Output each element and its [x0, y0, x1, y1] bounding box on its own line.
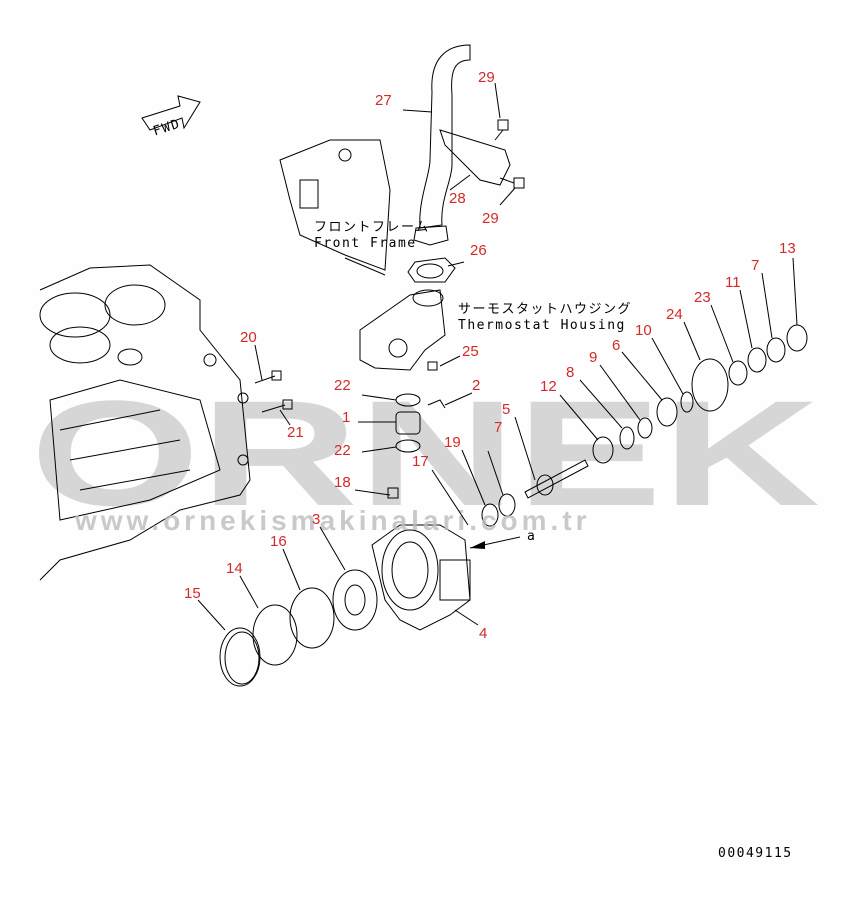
bearing: [592, 436, 614, 464]
spacer: [637, 417, 653, 439]
callout-4[interactable]: 4: [479, 625, 487, 642]
watermark-url: www.ornekismakinalari.com.tr: [74, 505, 591, 536]
seal: [766, 337, 786, 363]
callout-26[interactable]: 26: [470, 242, 487, 259]
cylinder-block: [39, 264, 251, 581]
callout-8[interactable]: 8: [566, 364, 574, 381]
front-frame-jp-label: フロントフレーム: [314, 220, 430, 235]
o-ring: [691, 358, 729, 412]
seal: [747, 347, 767, 373]
shaft: [524, 459, 589, 499]
callout-22[interactable]: 22: [334, 377, 351, 394]
bolt: [427, 361, 438, 371]
callout-29[interactable]: 29: [482, 210, 499, 227]
callout-20[interactable]: 20: [240, 329, 257, 346]
fwd-label: FWD: [151, 117, 182, 140]
callout-7[interactable]: 7: [494, 419, 502, 436]
seal: [481, 503, 499, 527]
cap: [786, 324, 808, 352]
callout-6[interactable]: 6: [612, 337, 620, 354]
callout-1[interactable]: 1: [342, 409, 350, 426]
front-frame: [279, 139, 391, 276]
thermostat-en-label: Thermostat Housing: [458, 318, 626, 333]
fwd-arrow-icon: FWD: [141, 95, 201, 140]
clip: [427, 399, 446, 409]
callout-23[interactable]: 23: [694, 289, 711, 306]
callout-29[interactable]: 29: [478, 69, 495, 86]
callout-14[interactable]: 14: [226, 560, 243, 577]
seal: [498, 493, 516, 517]
snap-ring: [219, 627, 261, 687]
callout-19[interactable]: 19: [444, 434, 461, 451]
callout-11[interactable]: 11: [725, 274, 741, 291]
bracket: [439, 129, 511, 186]
callout-10[interactable]: 10: [635, 322, 652, 339]
view-marker: a: [527, 529, 536, 544]
watermark: ORNEK: [30, 369, 820, 537]
callout-24[interactable]: 24: [666, 306, 683, 323]
callout-15[interactable]: 15: [184, 585, 201, 602]
front-frame-en-label: Front Frame: [314, 236, 417, 251]
thermostat-jp-label: サーモスタットハウジング: [458, 302, 632, 317]
leader-lines: [197, 82, 798, 631]
callout-27[interactable]: 27: [375, 92, 392, 109]
callout-7[interactable]: 7: [751, 257, 759, 274]
callout-18[interactable]: 18: [334, 474, 351, 491]
callout-17[interactable]: 17: [412, 453, 429, 470]
impeller: [332, 569, 378, 631]
fitting: [387, 487, 399, 499]
callout-16[interactable]: 16: [270, 533, 287, 550]
callout-9[interactable]: 9: [589, 349, 597, 366]
thermostat-housing: [359, 289, 446, 371]
o-ring: [728, 360, 748, 386]
washer: [680, 391, 694, 413]
gear: [656, 397, 678, 427]
callout-25[interactable]: 25: [462, 343, 479, 360]
callout-2[interactable]: 2: [472, 377, 480, 394]
bolt: [261, 399, 293, 413]
bolt: [499, 177, 525, 189]
callout-13[interactable]: 13: [779, 240, 796, 257]
callout-22[interactable]: 22: [334, 442, 351, 459]
water-pipe: [413, 44, 471, 246]
gasket: [407, 257, 456, 283]
callout-12[interactable]: 12: [540, 378, 557, 395]
water-pump-body: [371, 524, 471, 631]
o-ring: [289, 587, 335, 649]
o-ring: [395, 439, 421, 453]
bolt: [254, 370, 282, 384]
bolt: [494, 119, 509, 141]
callout-5[interactable]: 5: [502, 401, 510, 418]
thermostat: [395, 411, 421, 435]
callout-28[interactable]: 28: [449, 190, 466, 207]
callout-3[interactable]: 3: [312, 511, 320, 528]
callout-21[interactable]: 21: [287, 424, 304, 441]
snap-ring: [619, 426, 635, 450]
drawing-number: 00049115: [718, 846, 793, 861]
